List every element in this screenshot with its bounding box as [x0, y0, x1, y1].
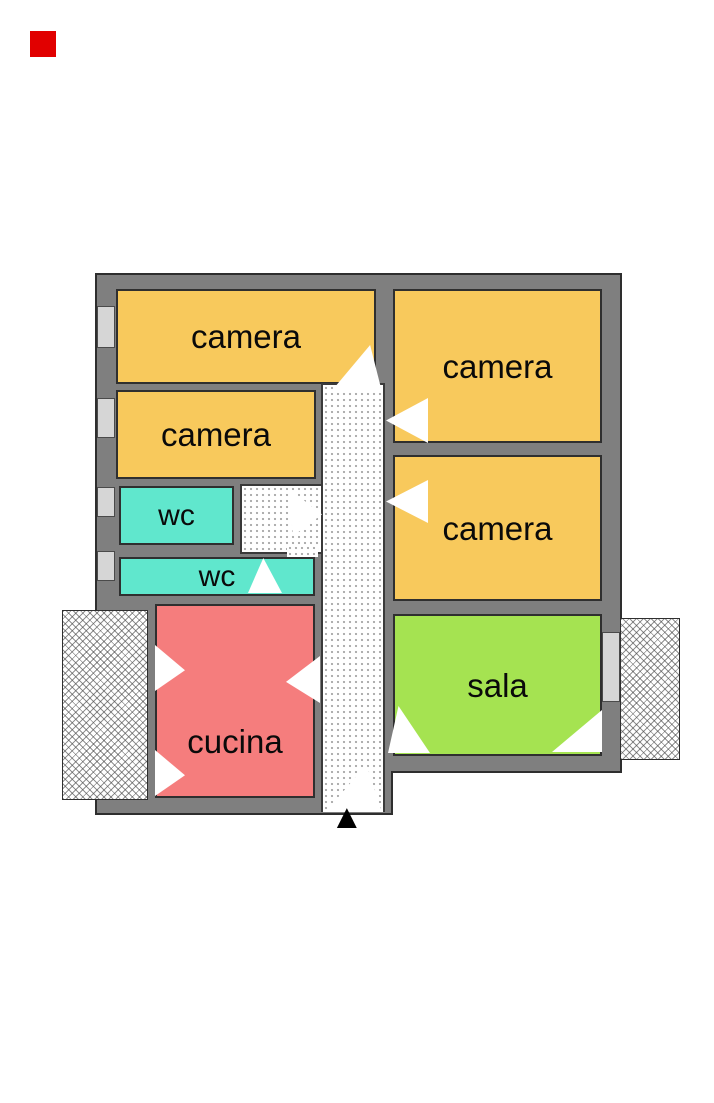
- room-label: camera: [160, 416, 272, 453]
- room-label: sala: [467, 666, 528, 704]
- room-label: wc: [198, 559, 236, 593]
- room-sala: sala: [393, 614, 602, 756]
- entrance-arrow-icon: ▲: [330, 798, 364, 836]
- room-label: camera: [442, 347, 553, 385]
- room-wc-upper: wc: [119, 486, 234, 545]
- room-label: cucina: [187, 723, 283, 760]
- balcony-right: [620, 618, 680, 760]
- room-wc-lower: wc: [119, 557, 315, 596]
- room-camera-mid-left: camera: [116, 390, 316, 479]
- room-camera-mid-right: camera: [393, 455, 602, 601]
- room-label: camera: [442, 509, 553, 547]
- window-left-4: [97, 551, 115, 581]
- balcony-left: [62, 610, 148, 800]
- room-camera-top-left: camera: [116, 289, 376, 384]
- window-right-sala: [602, 632, 620, 702]
- window-left-3: [97, 487, 115, 517]
- corridor-notch: [287, 545, 318, 557]
- window-left-1: [97, 306, 115, 348]
- room-label: camera: [190, 318, 302, 355]
- window-left-2: [97, 398, 115, 438]
- room-cucina: cucina: [155, 604, 315, 798]
- corridor-main: [321, 383, 385, 812]
- red-logo-mark: [30, 31, 56, 57]
- room-label: wc: [158, 498, 195, 532]
